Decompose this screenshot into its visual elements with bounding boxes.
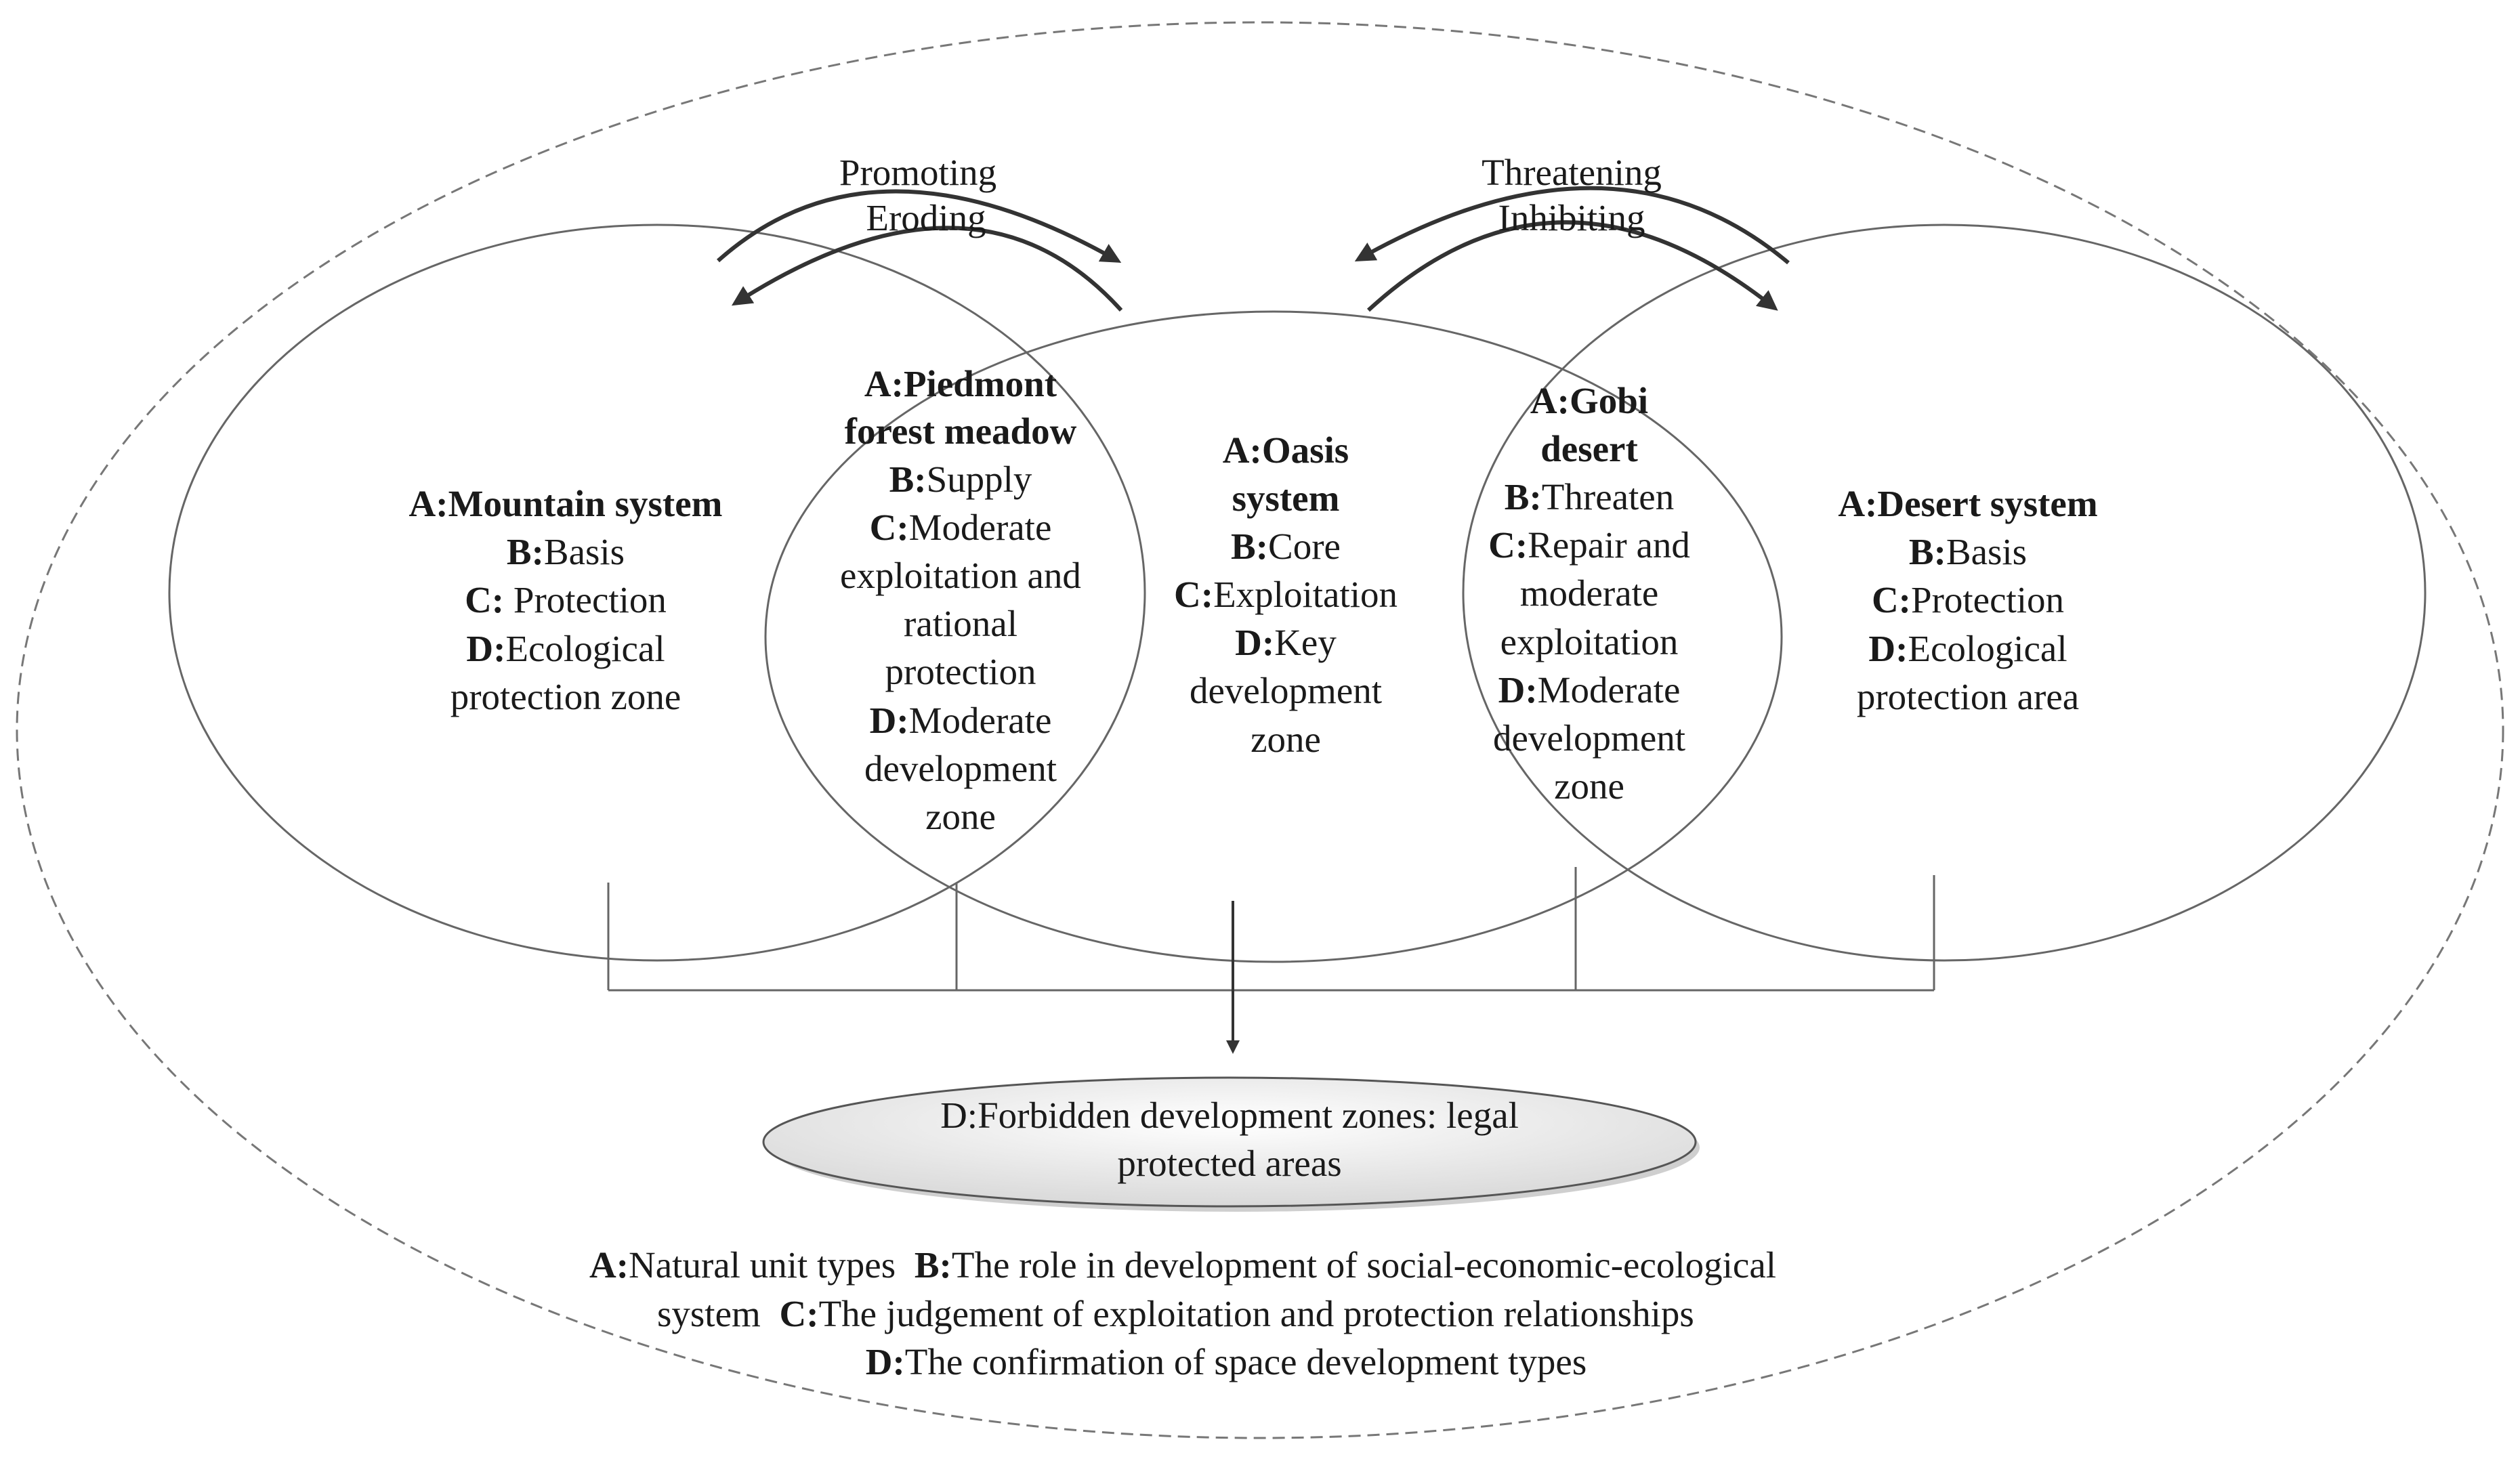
oasis-system-ellipse xyxy=(764,310,1783,963)
threatening-arrow xyxy=(1354,186,1790,265)
inhibiting-label: Inhibiting xyxy=(1498,197,1645,238)
mountain-b-line: B:Basis xyxy=(507,531,625,572)
gobi-a-line2: desert xyxy=(1540,428,1638,469)
forbidden-zone-oval xyxy=(762,1076,1697,1208)
oasis-a-line2: system xyxy=(1232,478,1340,519)
mountain-d-line: D:Ecological xyxy=(466,628,665,669)
bracket-connector xyxy=(607,867,1935,992)
mountain-system-text: A:Mountain system B:Basis C: Protection … xyxy=(409,483,723,717)
oasis-c-line: C:Exploitation xyxy=(1174,574,1398,615)
piedmont-c-line: C:Moderate xyxy=(870,507,1052,548)
gobi-b-line: B:Threaten xyxy=(1505,476,1674,517)
oasis-a-line1: A:Oasis xyxy=(1223,429,1349,471)
piedmont-a-line1: A:Piedmont xyxy=(864,363,1057,404)
promoting-arrow xyxy=(717,189,1122,263)
gobi-d-line: D:Moderate xyxy=(1498,669,1681,711)
mountain-d-line2: protection zone xyxy=(450,676,681,717)
piedmont-c-line2: exploitation and xyxy=(840,555,1081,596)
inhibiting-arrow xyxy=(1366,220,1778,312)
eroding-arrow xyxy=(731,226,1123,312)
piedmont-d-line2: development xyxy=(864,748,1057,789)
legend: A:Natural unit types B:The role in devel… xyxy=(589,1244,1776,1382)
gobi-d-line2: development xyxy=(1493,717,1685,759)
gobi-a-line1: A:Gobi xyxy=(1530,380,1648,421)
gobi-desert-text: A:Gobi desert B:Threaten C:Repair and mo… xyxy=(1488,380,1690,807)
desert-d-line: D:Ecological xyxy=(1868,628,2067,669)
legend-line1: A:Natural unit types B:The role in devel… xyxy=(589,1244,1776,1286)
desert-a-line: A:Desert system xyxy=(1838,483,2097,524)
desert-b-line: B:Basis xyxy=(1909,531,2027,572)
desert-system-ellipse xyxy=(1462,224,2427,962)
mountain-c-line: C: Protection xyxy=(465,579,667,620)
oasis-b-line: B:Core xyxy=(1231,526,1341,567)
desert-c-line: C:Protection xyxy=(1872,579,2064,620)
desert-system-text: A:Desert system B:Basis C:Protection D:E… xyxy=(1838,483,2097,717)
legend-line2: system C:The judgement of exploitation a… xyxy=(657,1293,1694,1334)
piedmont-c-line4: protection xyxy=(885,651,1036,692)
piedmont-a-line2: forest meadow xyxy=(845,410,1077,452)
gobi-c-line3: exploitation xyxy=(1500,621,1679,662)
piedmont-d-line3: zone xyxy=(925,796,996,837)
gobi-c-line: C:Repair and xyxy=(1488,524,1690,566)
piedmont-text: A:Piedmont forest meadow B:Supply C:Mode… xyxy=(840,363,1081,837)
oasis-d-line: D:Key xyxy=(1235,622,1337,663)
gobi-c-line2: moderate xyxy=(1520,572,1659,614)
desert-d-line2: protection area xyxy=(1857,676,2079,717)
outer-boundary-ellipse xyxy=(16,21,2504,1439)
threatening-label: Threatening xyxy=(1482,152,1662,193)
mountain-system-ellipse xyxy=(168,224,1146,962)
eroding-label: Eroding xyxy=(866,197,986,238)
piedmont-d-line: D:Moderate xyxy=(870,700,1052,741)
forbidden-zone-line1: D:Forbidden development zones: legal xyxy=(940,1095,1519,1136)
legend-line3: D:The confirmation of space development … xyxy=(866,1341,1587,1382)
piedmont-b-line: B:Supply xyxy=(889,459,1032,500)
oasis-d-line2: development xyxy=(1190,670,1382,711)
promoting-label: Promoting xyxy=(839,152,996,193)
forbidden-zone-line2: protected areas xyxy=(1117,1143,1341,1184)
mountain-a-line: A:Mountain system xyxy=(409,483,723,524)
oasis-d-line3: zone xyxy=(1251,719,1321,760)
gobi-d-line3: zone xyxy=(1554,765,1624,807)
piedmont-c-line3: rational xyxy=(904,603,1017,644)
oasis-system-text: A:Oasis system B:Core C:Exploitation D:K… xyxy=(1174,429,1398,760)
